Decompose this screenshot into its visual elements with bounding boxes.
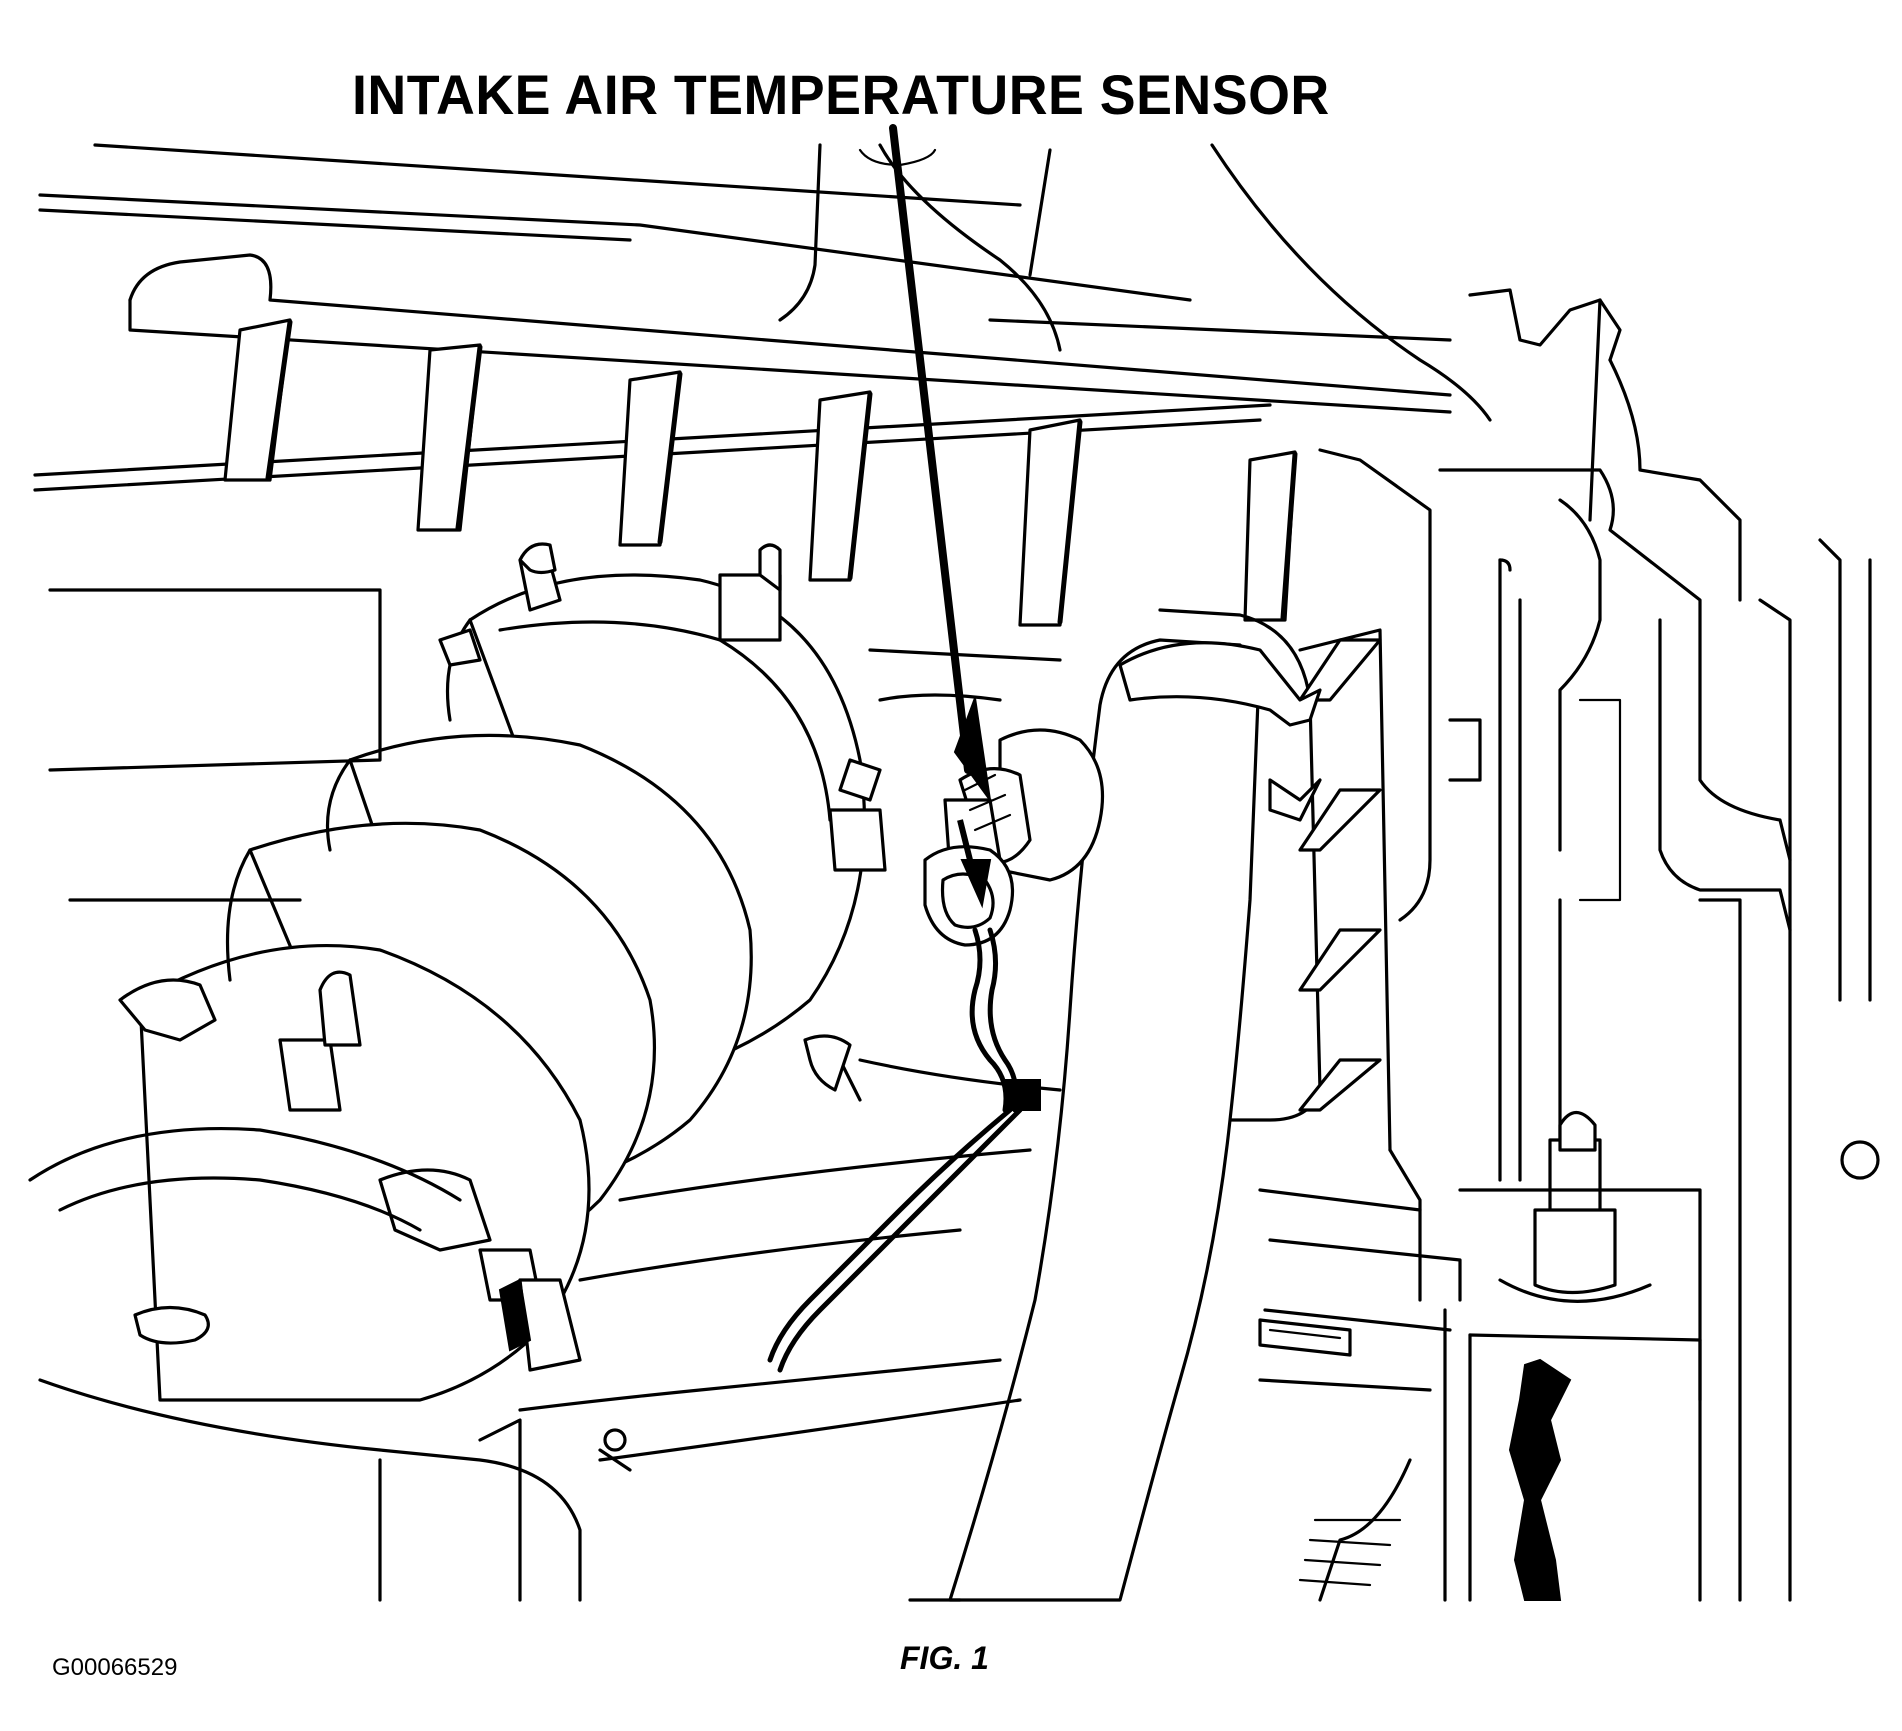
intake-hose	[908, 638, 1322, 1602]
figure-caption: FIG. 1	[900, 1640, 989, 1676]
lower-frame	[1258, 1188, 1702, 1602]
duct-clamps	[118, 542, 887, 1372]
middle-panels	[48, 588, 1062, 1102]
figure-id: G00066529	[52, 1654, 178, 1681]
right-bracket	[1318, 288, 1880, 1602]
sensor-wire	[767, 927, 1041, 1373]
right-housing-block	[1158, 608, 1462, 1392]
intake-air-temperature-sensor	[923, 728, 1104, 947]
terminal-post	[1498, 1110, 1652, 1303]
callout-arrow	[889, 124, 992, 909]
housing-ribs	[223, 318, 1298, 627]
callout-label: INTAKE AIR TEMPERATURE SENSOR	[352, 63, 1330, 126]
air-duct-bellows	[138, 573, 867, 1402]
lower-left-base	[28, 1126, 1032, 1602]
